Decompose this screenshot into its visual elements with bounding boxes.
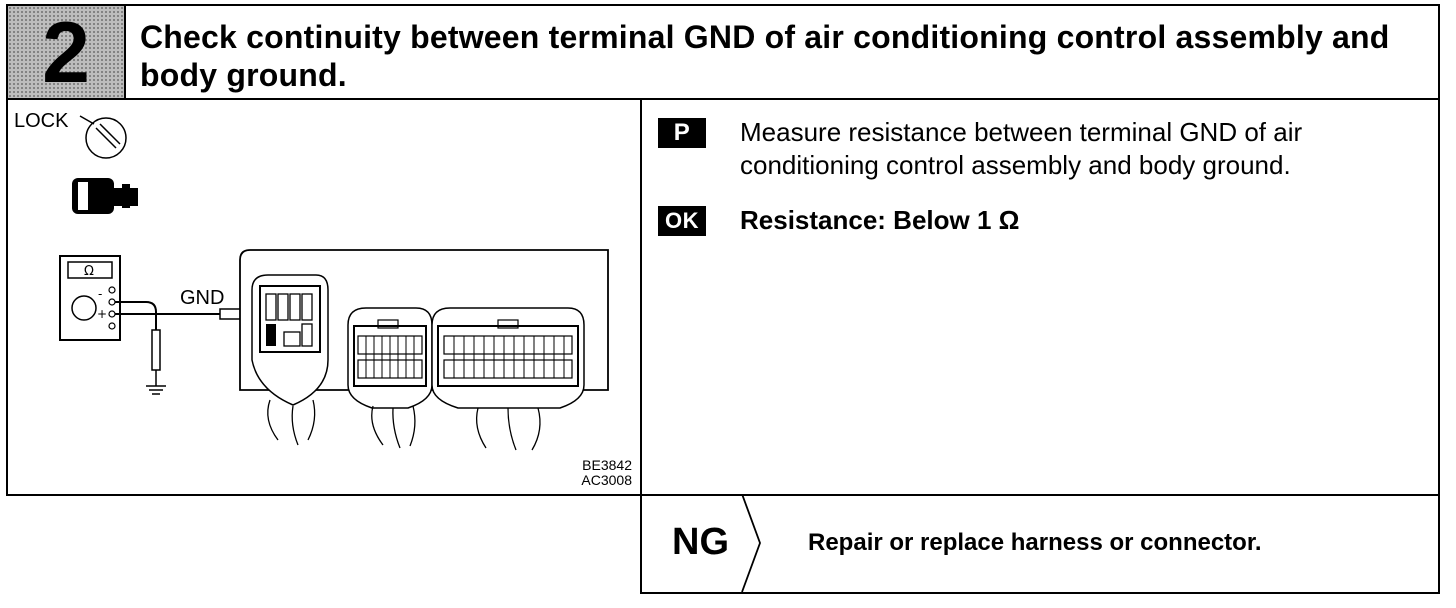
svg-text:+: + xyxy=(97,307,107,321)
ignition-key-lock-icon xyxy=(79,115,127,159)
procedure-badge: P xyxy=(658,118,706,148)
ok-row: OK Resistance: Below 1 Ω xyxy=(658,204,1428,237)
connector-2-icon xyxy=(347,307,433,409)
gnd-label: GND xyxy=(180,287,224,309)
connector-3-icon xyxy=(431,307,585,409)
wire-harness xyxy=(267,399,541,451)
step-header: 2 Check continuity between terminal GND … xyxy=(6,4,1440,100)
ground-symbol-icon xyxy=(146,380,166,395)
svg-text:Ω: Ω xyxy=(84,264,94,279)
procedure-text: Measure resistance between terminal GND … xyxy=(740,117,1303,180)
step-number: 2 xyxy=(42,5,90,101)
step-title: Check continuity between terminal GND of… xyxy=(140,19,1390,93)
ng-label: NG xyxy=(672,521,729,563)
ohmmeter-icon: Ω - + xyxy=(59,255,121,341)
ng-chevron-icon xyxy=(741,494,761,592)
panel-divider xyxy=(640,100,642,496)
svg-text:-: - xyxy=(98,287,102,301)
lock-label: LOCK xyxy=(14,110,69,132)
ok-text: Resistance: Below 1 Ω xyxy=(740,205,1020,235)
instruction-panel: P Measure resistance between terminal GN… xyxy=(658,116,1428,237)
ok-badge: OK xyxy=(658,206,706,236)
connector-disconnected-icon xyxy=(72,178,138,214)
ng-text: Repair or replace harness or connector. xyxy=(808,529,1262,556)
procedure-row: P Measure resistance between terminal GN… xyxy=(658,116,1428,182)
ng-panel: NG Repair or replace harness or connecto… xyxy=(640,494,1440,594)
test-leads xyxy=(115,301,261,380)
step-number-box: 2 xyxy=(8,6,126,100)
main-panel: LOCK Ω xyxy=(6,98,1440,496)
figure-ref-codes: BE3842 AC3008 xyxy=(581,458,632,488)
ref-code-1: BE3842 xyxy=(582,457,632,473)
figure-illustration: LOCK Ω xyxy=(8,100,640,496)
ref-code-2: AC3008 xyxy=(581,472,632,488)
connector-gnd-icon xyxy=(251,274,329,406)
